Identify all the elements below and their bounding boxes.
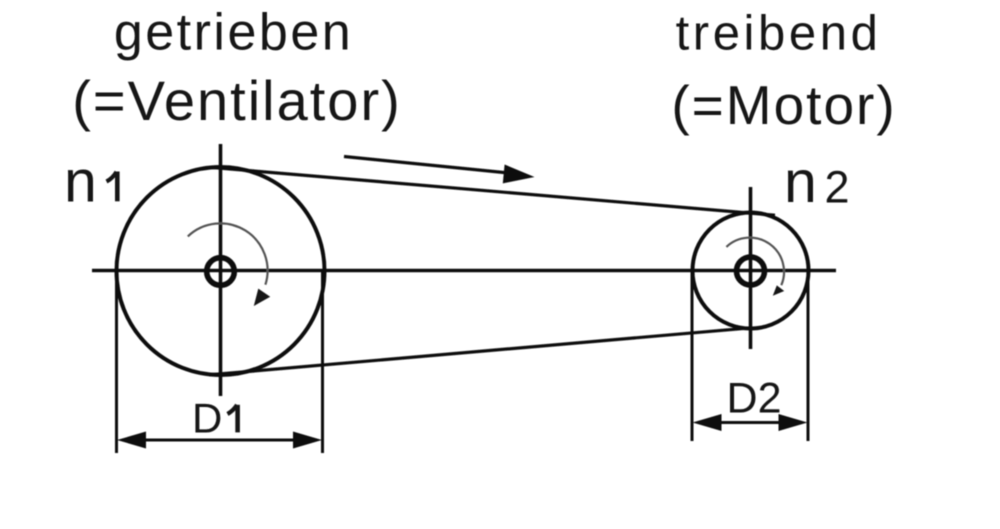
svg-text:treibend: treibend	[676, 7, 882, 61]
svg-text:getrieben: getrieben	[114, 4, 353, 62]
svg-text:(=Motor): (=Motor)	[671, 74, 896, 136]
svg-text:n: n	[64, 149, 97, 215]
svg-text:D: D	[192, 395, 222, 442]
svg-text:D2: D2	[727, 375, 782, 423]
svg-text:2: 2	[825, 162, 850, 213]
svg-text:n: n	[784, 149, 817, 215]
svg-text:(=Ventilator): (=Ventilator)	[72, 69, 402, 132]
